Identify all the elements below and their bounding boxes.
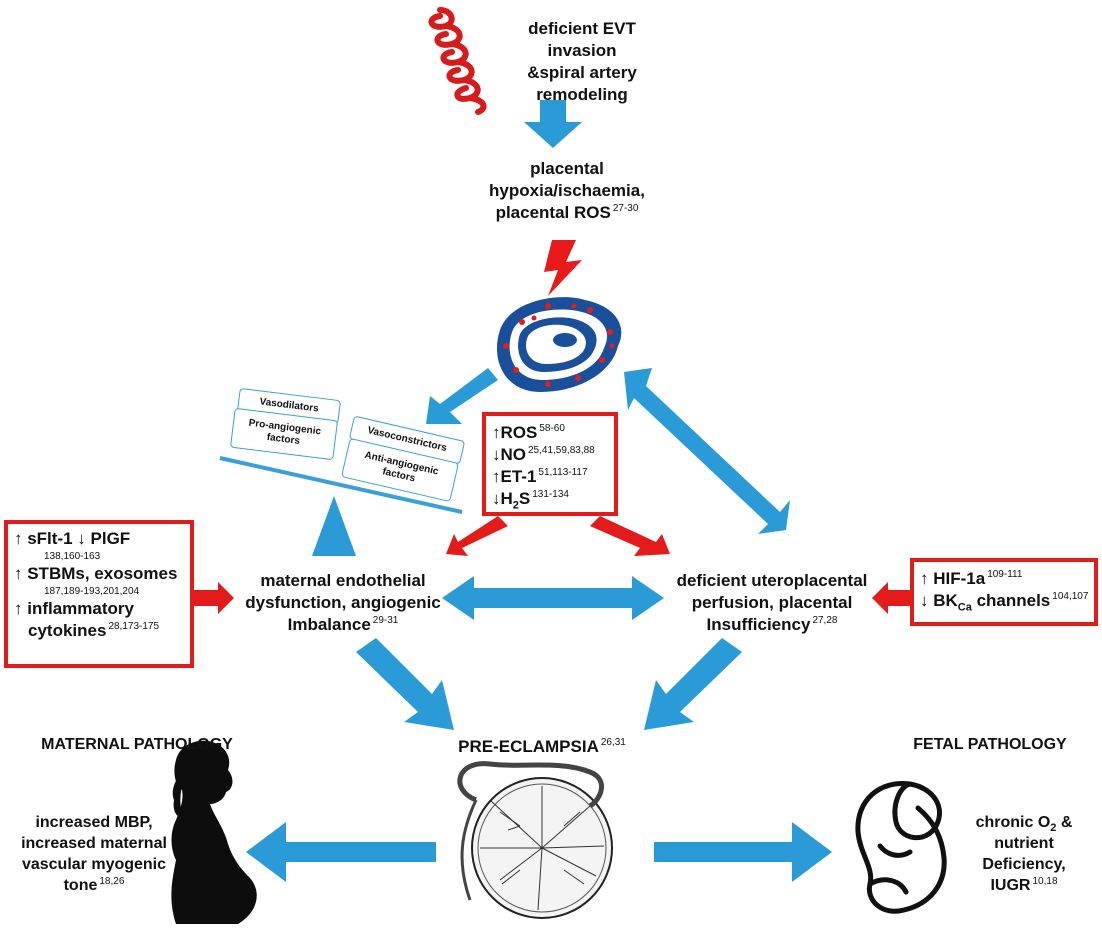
balance-scale — [219, 456, 463, 556]
evt-invasion-label: deficient EVT invasion &spiral artery re… — [492, 18, 672, 106]
placental-hypoxia-label: placental hypoxia/ischaemia, placental R… — [462, 158, 672, 224]
uteroplacental-label: deficient uteroplacental perfusion, plac… — [676, 571, 868, 634]
pregnant-woman-silhouette — [171, 740, 257, 924]
arrow-endothelial-to-preeclampsia — [356, 638, 454, 730]
maternal-pathology-text: increased MBP, increased maternal vascul… — [21, 814, 167, 894]
maternal-endothelial-label: maternal endothelial dysfunction, angiog… — [245, 571, 441, 634]
hypoxia-line-2: hypoxia/ischaemia, — [489, 181, 645, 200]
lightning-icon — [544, 240, 582, 296]
hypoxia-line-1: placental — [530, 159, 604, 178]
arrow-uteroplacental-to-preeclampsia — [644, 638, 742, 730]
evt-line-2: &spiral artery — [527, 63, 637, 82]
evt-line-1: deficient EVT invasion — [528, 19, 636, 60]
endothelial-cell-icon — [496, 297, 622, 392]
spiral-artery-icon — [428, 7, 487, 115]
red-arrow-left-box — [194, 582, 234, 614]
hypoxia-ref: 27-30 — [612, 203, 639, 215]
arrow-evt-to-hypoxia — [524, 100, 582, 148]
arrow-endothelial-uteroplacental — [442, 576, 664, 620]
sflt1-ref: 138,160-163 — [44, 551, 101, 562]
fetus-icon — [855, 781, 947, 914]
fetal-pathology-heading: FETAL PATHOLOGY — [913, 736, 1067, 753]
maternal-pathology-heading: MATERNAL PATHOLOGY — [41, 736, 233, 753]
angiogenic-factors-box: ↑ sFlt-1 ↓ PlGF 138,160-163 ↑ STBMs, exo… — [4, 520, 194, 668]
arrow-to-maternal — [246, 822, 436, 882]
hypoxia-line-3: placental ROS — [495, 203, 611, 222]
sflt1-plgf-row: ↑ sFlt-1 ↓ PlGF — [14, 529, 131, 548]
arrow-to-fetal — [654, 822, 832, 882]
placenta-icon — [457, 761, 613, 919]
evt-line-3: remodeling — [536, 85, 628, 104]
red-arrow-right-box — [872, 582, 910, 614]
red-arrows-center — [446, 516, 670, 556]
stbms-ref: 187,189-193,201,204 — [44, 586, 140, 597]
arrow-cell-to-scale — [426, 368, 498, 424]
stbms-row: ↑ STBMs, exosomes — [14, 564, 178, 583]
inflammatory-row: ↑ inflammatory — [14, 599, 134, 618]
arrow-cell-uteroplacental — [624, 368, 790, 534]
